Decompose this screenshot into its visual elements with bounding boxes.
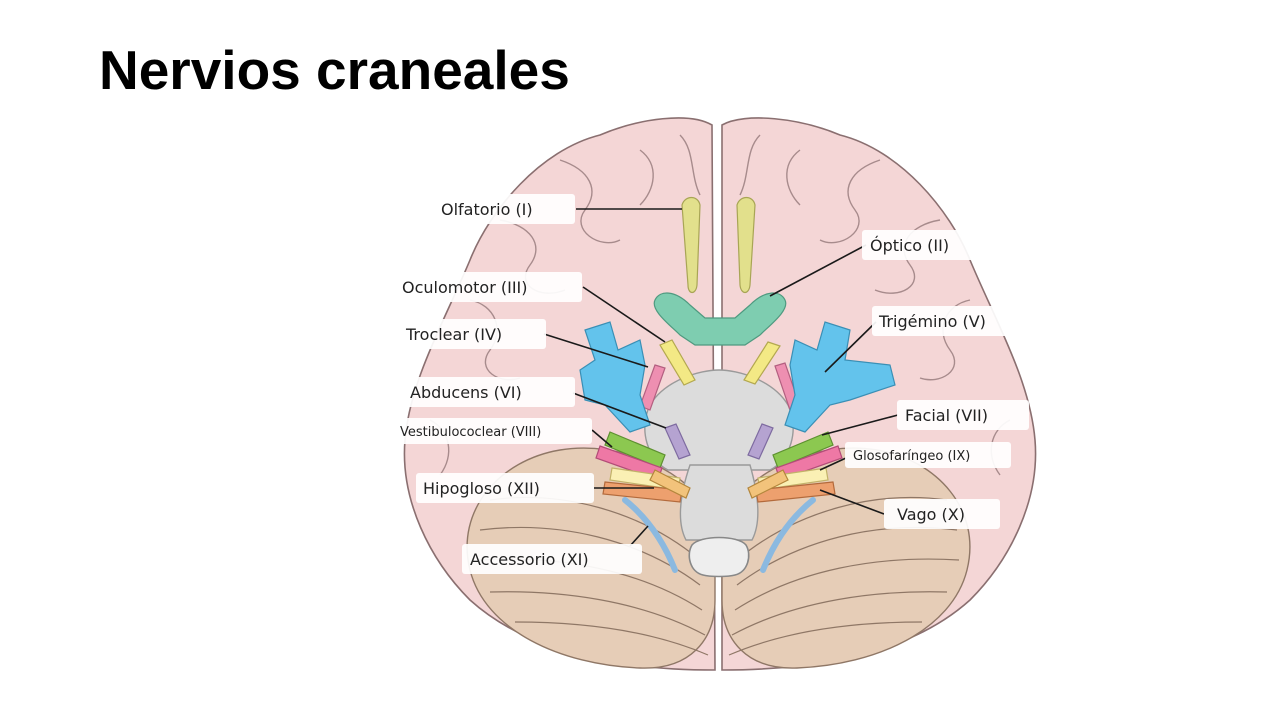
labels: Olfatorio (I) Óptico (II) Oculomotor (II… bbox=[396, 194, 1032, 574]
vagus-left bbox=[602, 481, 683, 503]
hypoglossal-right bbox=[747, 469, 789, 499]
label-vago-text: Vago (X) bbox=[897, 505, 965, 524]
accessory-left bbox=[622, 497, 678, 573]
label-facial: Facial (VII) bbox=[897, 400, 1029, 430]
label-olfatorio: Olfatorio (I) bbox=[433, 194, 575, 224]
label-optico: Óptico (II) bbox=[862, 230, 986, 260]
olfactory-bulb-right bbox=[736, 196, 756, 294]
trochlear-left bbox=[639, 364, 666, 411]
accessory-right bbox=[760, 497, 816, 573]
nerves bbox=[579, 196, 896, 573]
abducens-left bbox=[664, 423, 691, 460]
oculomotor-left bbox=[659, 339, 696, 386]
spinal-cord-section bbox=[688, 536, 750, 578]
abducens-right bbox=[747, 423, 774, 460]
optic-chiasm bbox=[653, 292, 787, 346]
label-vestibulococlear: Vestibulococlear (VIII) bbox=[396, 418, 592, 444]
leader-optico bbox=[769, 244, 867, 297]
leader-troclear bbox=[543, 333, 649, 368]
label-glosofaringeo: Glosofaríngeo (IX) bbox=[845, 442, 1011, 468]
slide-title: Nervios craneales bbox=[99, 39, 570, 101]
label-glosofaringeo-text: Glosofaríngeo (IX) bbox=[853, 449, 970, 464]
label-facial-text: Facial (VII) bbox=[905, 406, 988, 425]
leader-facial bbox=[821, 414, 899, 436]
label-hipogloso: Hipogloso (XII) bbox=[416, 473, 594, 503]
leader-lines bbox=[543, 208, 899, 547]
leader-abducens bbox=[572, 392, 667, 429]
label-troclear: Troclear (IV) bbox=[400, 319, 546, 349]
leader-glosofaringeo bbox=[819, 457, 847, 471]
leader-oculomotor bbox=[582, 286, 666, 343]
trigeminal-left bbox=[579, 321, 651, 433]
olfactory-bulb-left bbox=[681, 196, 701, 294]
leader-trigemino bbox=[824, 321, 877, 373]
label-troclear-text: Troclear (IV) bbox=[405, 325, 502, 344]
label-abducens-text: Abducens (VI) bbox=[410, 383, 522, 402]
hypoglossal-left bbox=[649, 469, 691, 499]
label-accessorio-text: Accessorio (XI) bbox=[470, 550, 589, 569]
label-oculomotor: Oculomotor (III) bbox=[396, 272, 582, 302]
label-trigemino: Trigémino (V) bbox=[872, 306, 1032, 336]
label-abducens: Abducens (VI) bbox=[403, 377, 575, 407]
label-vago: Vago (X) bbox=[884, 499, 1000, 529]
leader-vestibulococlear bbox=[591, 429, 613, 448]
label-optico-text: Óptico (II) bbox=[870, 236, 949, 255]
oculomotor-right bbox=[743, 341, 781, 385]
label-vestibulococlear-text: Vestibulococlear (VIII) bbox=[400, 425, 541, 440]
trigeminal-right bbox=[784, 321, 896, 433]
leader-accessorio bbox=[629, 525, 649, 547]
leader-vago bbox=[819, 489, 885, 515]
label-oculomotor-text: Oculomotor (III) bbox=[402, 278, 528, 297]
medulla bbox=[679, 464, 759, 541]
label-olfatorio-text: Olfatorio (I) bbox=[441, 200, 533, 219]
label-trigemino-text: Trigémino (V) bbox=[878, 312, 986, 331]
vagus-right bbox=[755, 481, 836, 503]
label-hipogloso-text: Hipogloso (XII) bbox=[423, 479, 540, 498]
label-accessorio: Accessorio (XI) bbox=[462, 544, 642, 574]
